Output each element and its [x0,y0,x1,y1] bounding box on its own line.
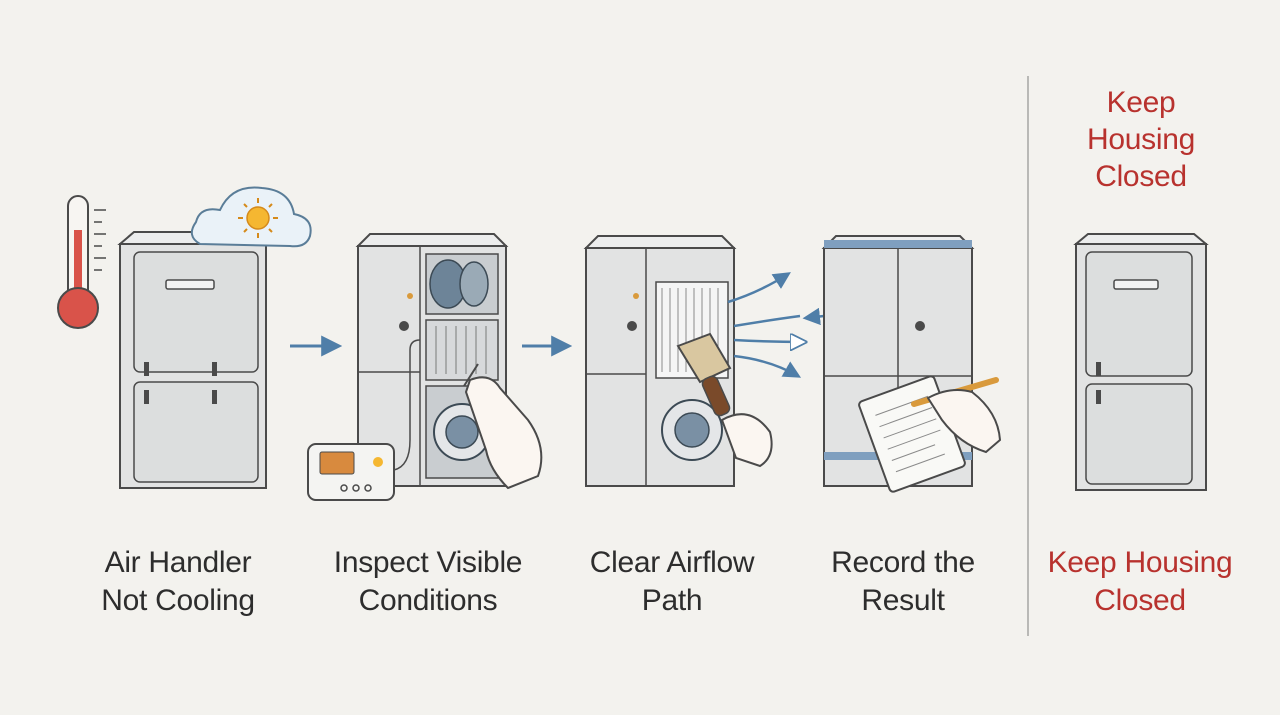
warning-heading-line: Closed [1095,160,1187,193]
step-label-clear-airflow-path: Clear Airflow Path [570,544,774,620]
step-label-line: Conditions [358,584,498,617]
warning-label: Keep Housing Closed [1038,544,1242,620]
thermostat-icon [307,339,421,501]
step-label-line: Record the [831,546,975,579]
step-label-line: Clear Airflow [589,546,755,579]
inspecting-hand-icon [463,363,543,490]
step-label-air-handler-not-cooling: Air Handler Not Cooling [78,544,278,620]
step-label-line: Inspect Visible [333,546,523,579]
warning-label-line: Closed [1094,584,1186,617]
step-label-line: Result [861,584,945,617]
warning-label-line: Keep Housing [1047,546,1233,579]
step-label-line: Air Handler [104,546,252,579]
clipboard-note-icon [858,375,1002,493]
closed-air-handler-unit [1073,233,1209,491]
step-label-line: Not Cooling [101,584,255,617]
cleaning-brush-icon [676,332,773,468]
step-label-inspect-visible-conditions: Inspect Visible Conditions [318,544,538,620]
air-handler-unit [117,231,269,489]
step-label-record-the-result: Record the Result [808,544,998,620]
warning-heading: Keep Housing Closed [1056,84,1226,195]
hot-sun-cloud-icon [190,186,312,248]
airflow-arrows-icon [727,272,804,378]
warning-heading-line: Housing [1087,123,1195,156]
step-label-line: Path [641,584,703,617]
thermometer-icon [57,195,106,329]
warning-heading-line: Keep [1106,86,1176,119]
